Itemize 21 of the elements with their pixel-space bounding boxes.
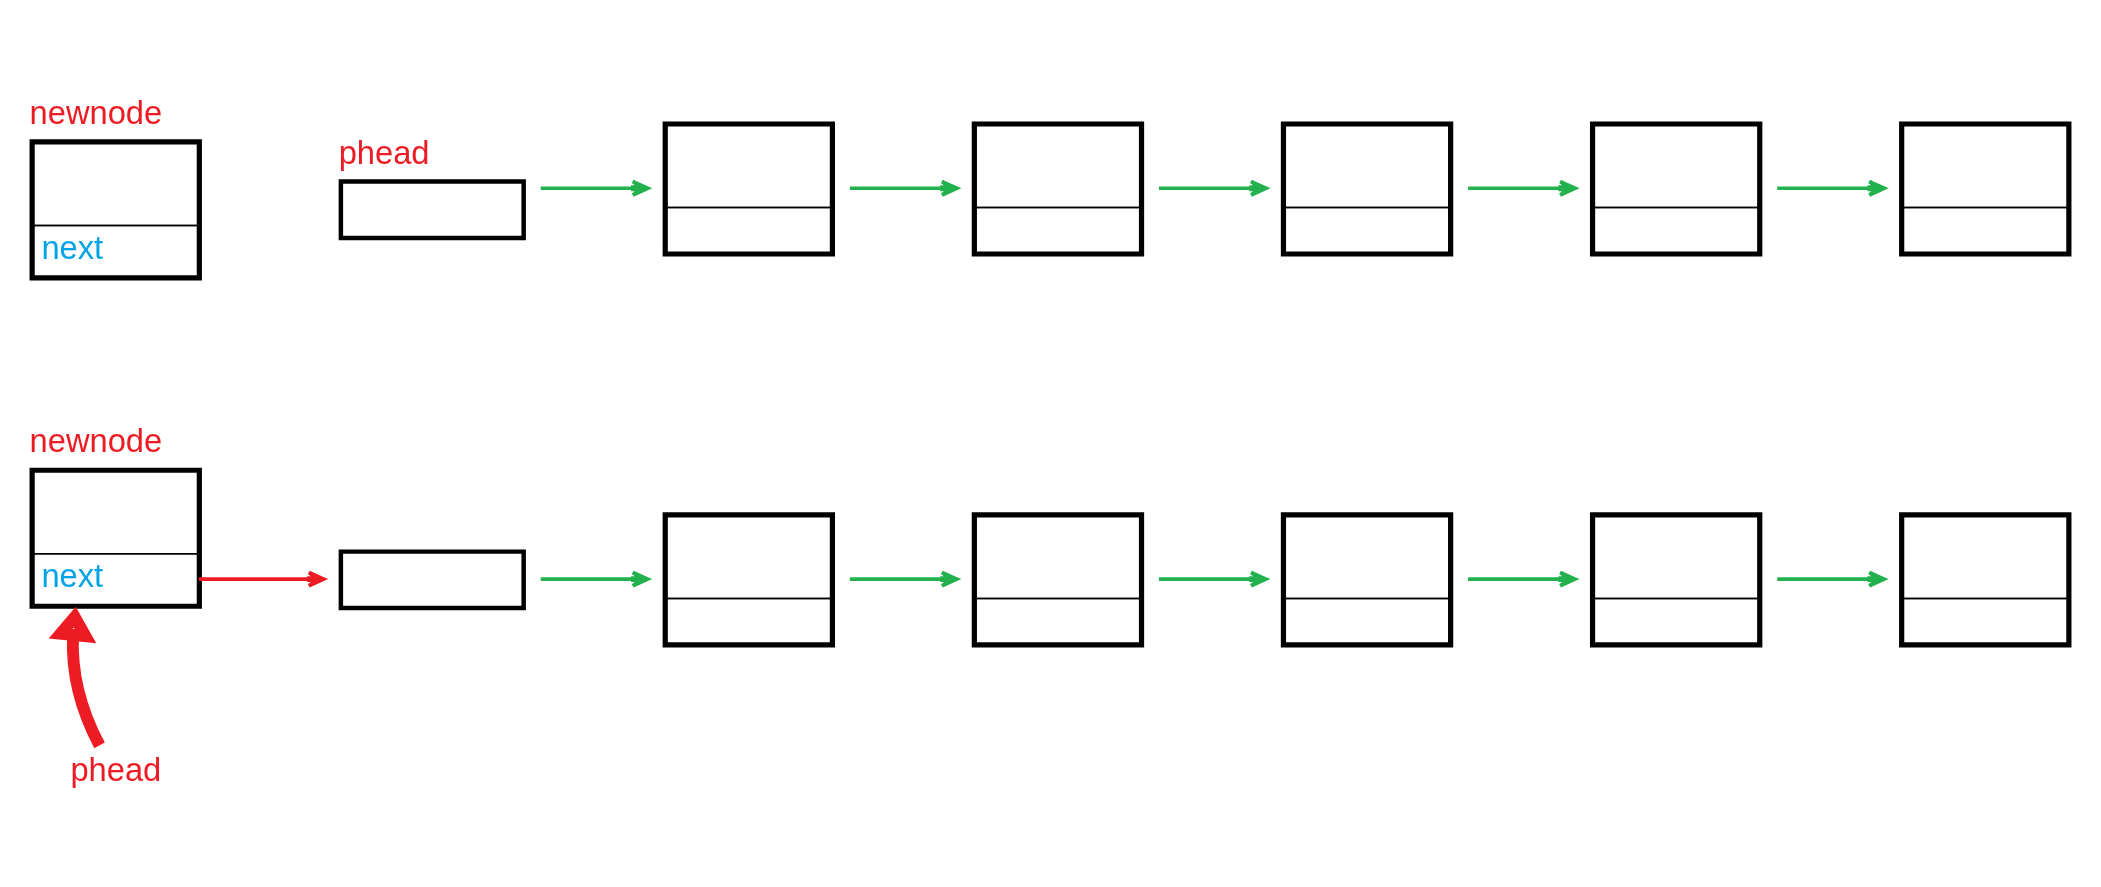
node-box: [1280, 121, 1454, 257]
node-box: [1589, 121, 1763, 257]
arrow: [1468, 179, 1577, 197]
arrow: [1468, 570, 1577, 588]
node-text: phead: [70, 750, 162, 788]
node-box: [971, 121, 1145, 257]
node-box: [338, 549, 526, 611]
arrow: [198, 570, 326, 588]
arrow: [1159, 179, 1268, 197]
arrow: [1777, 570, 1887, 588]
node-label: newnode: [29, 422, 163, 460]
arrow: [540, 570, 650, 588]
arrow: [1777, 179, 1887, 197]
arrow: [849, 179, 959, 197]
node-box: [338, 179, 526, 241]
arrow: [849, 570, 959, 588]
node-label: phead: [338, 133, 430, 171]
arrow: [1159, 570, 1268, 588]
arrow: [540, 179, 650, 197]
arrow: [48, 606, 105, 749]
node-label: newnode: [29, 93, 163, 131]
